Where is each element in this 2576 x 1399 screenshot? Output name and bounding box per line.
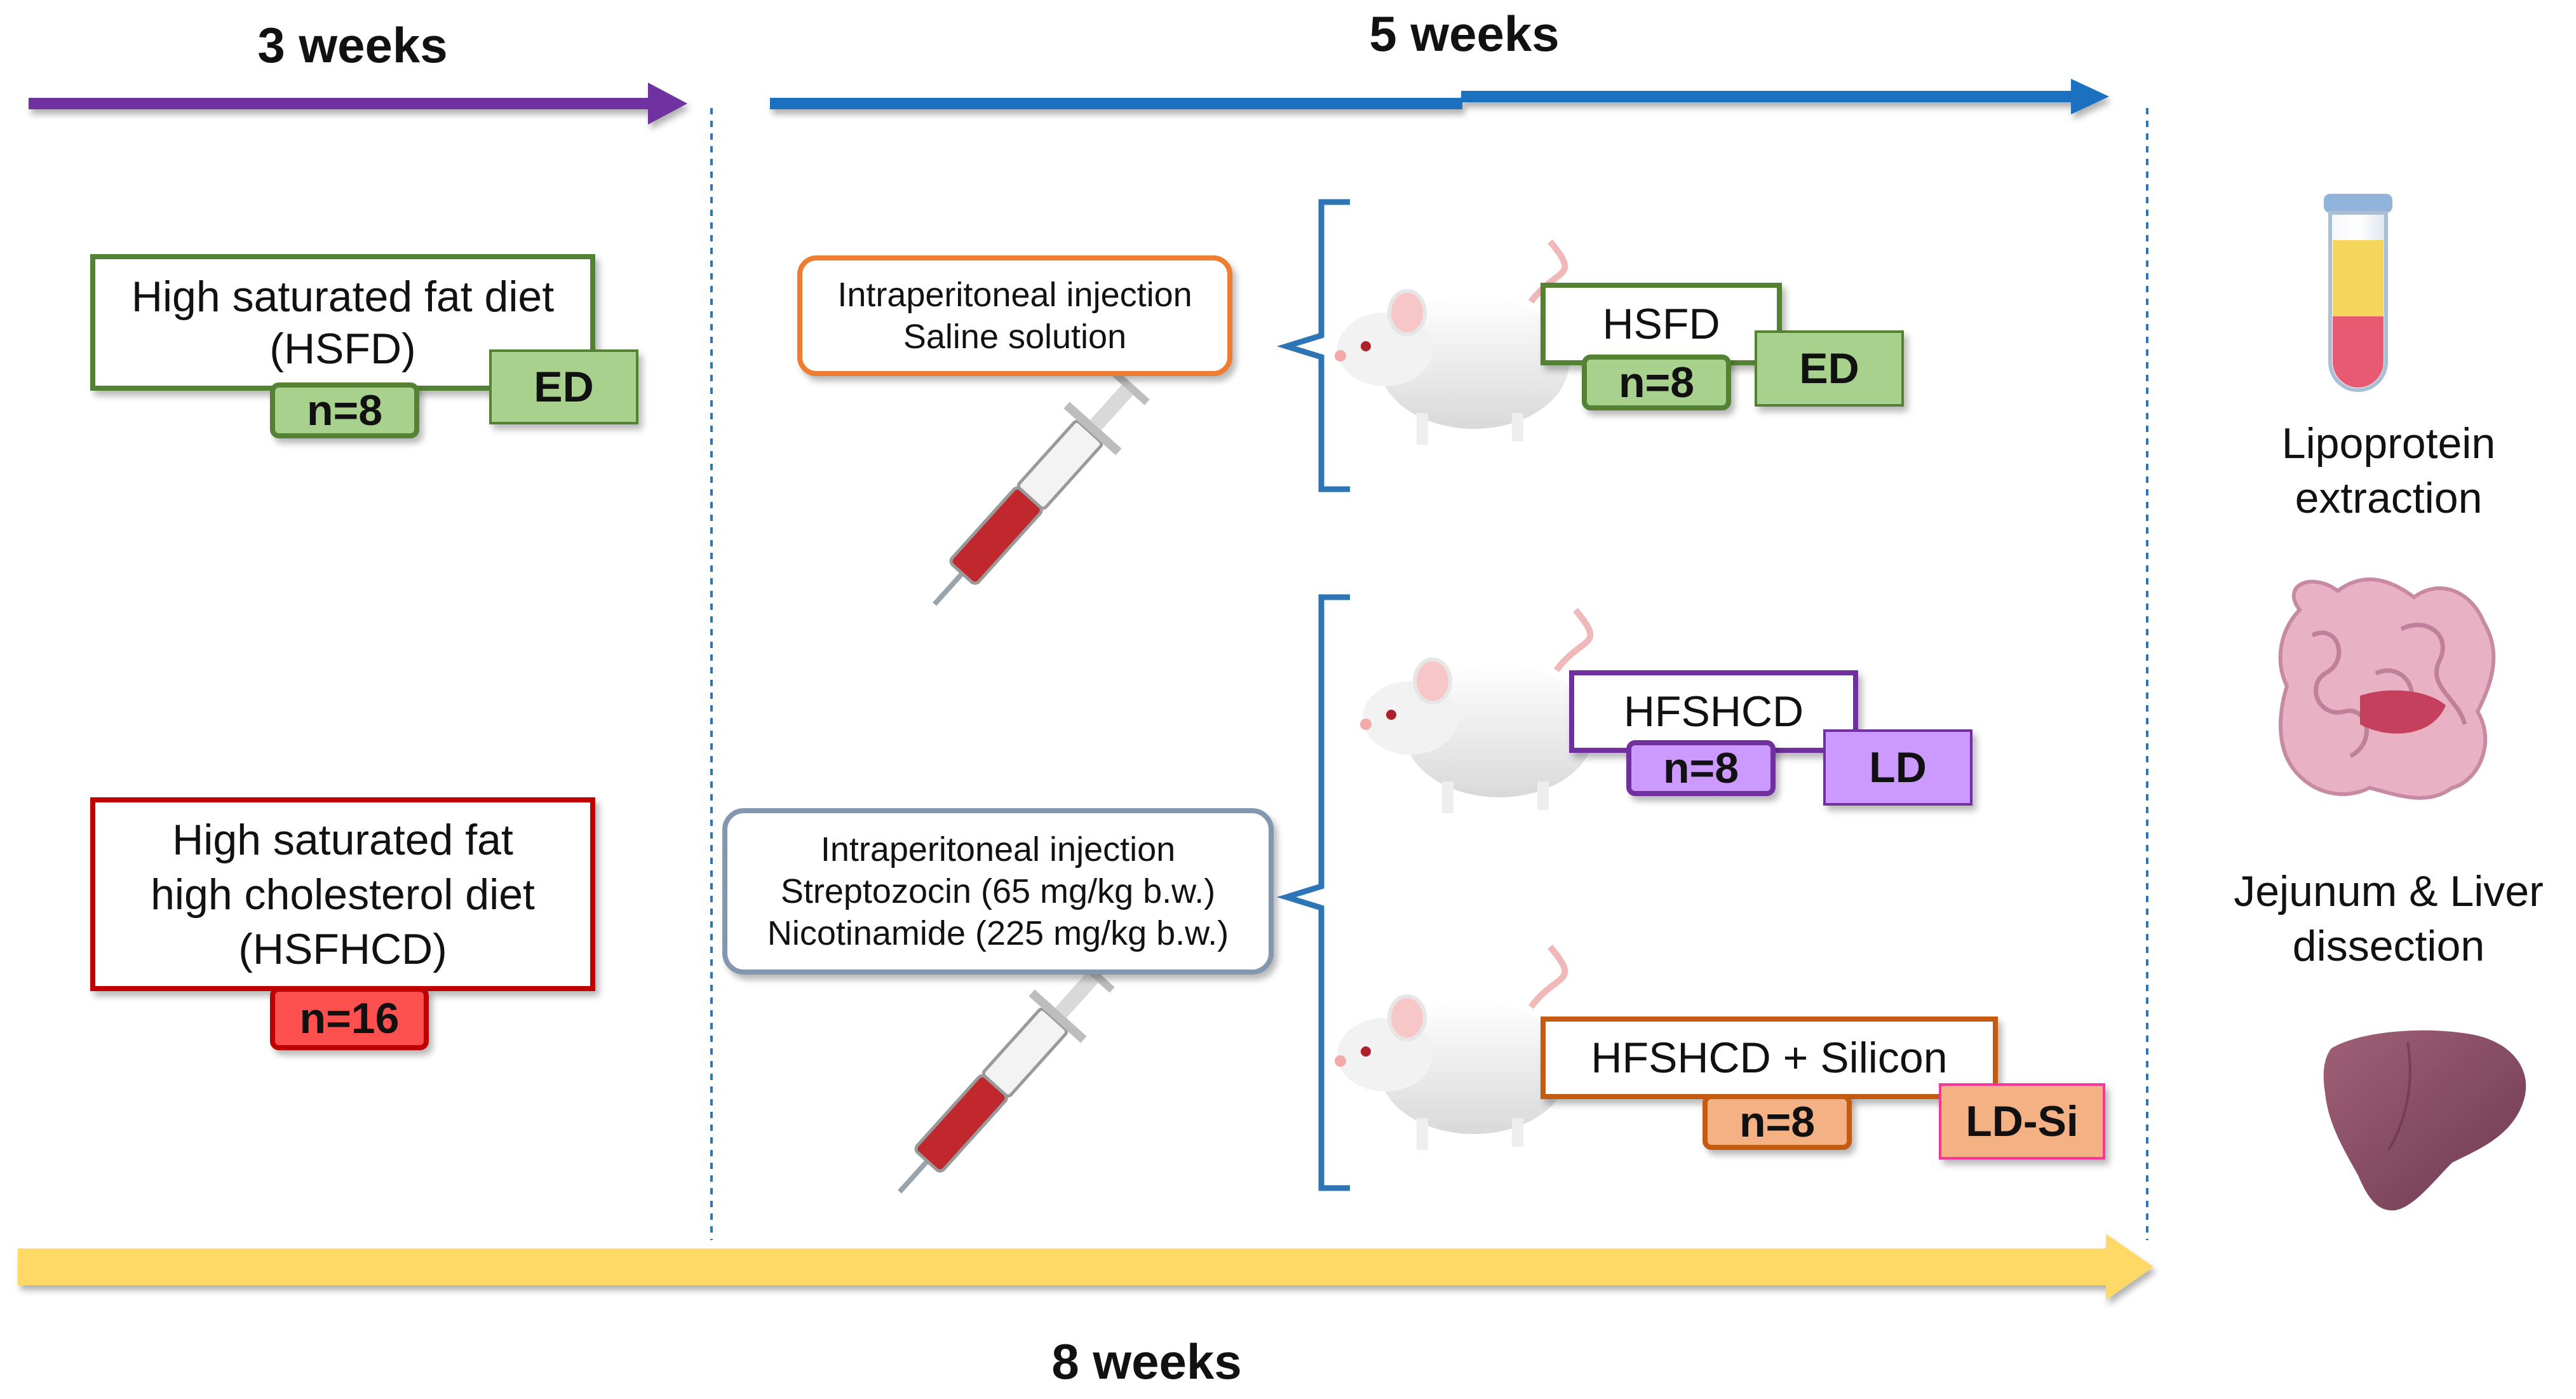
injection-line: Intraperitoneal injection: [820, 830, 1176, 868]
syringe-icon: [898, 956, 1115, 1194]
lipoprotein-extraction-label: Lipoprotein extraction: [2204, 416, 2573, 525]
diet-line: (HSFHCD): [238, 924, 447, 973]
hsfd-diet-box: High saturated fat diet (HSFD): [90, 254, 595, 391]
diet-line: (HSFD): [269, 324, 416, 373]
outcome-line: extraction: [2295, 474, 2483, 522]
diet-line: High saturated fat: [172, 815, 513, 864]
group-hfshcd-silicon-n-badge: n=8: [1703, 1094, 1852, 1150]
bracket-saline: [1276, 199, 1350, 492]
hsfd-n-badge: n=8: [270, 382, 419, 438]
group-ld-tag: LD: [1823, 729, 1972, 806]
hsfhcd-diet-box: High saturated fat high cholesterol diet…: [90, 797, 595, 991]
group-hfshcd-box: HFSHCD: [1569, 670, 1858, 753]
group-hfshcd-silicon-box: HFSHCD + Silicon: [1541, 1017, 1998, 1099]
group-name: HFSHCD: [1623, 687, 1804, 736]
diet-line: High saturated fat diet: [131, 272, 555, 321]
syringe-icon: [933, 368, 1150, 606]
group-name: HSFD: [1602, 300, 1720, 348]
group-name: HFSHCD + Silicon: [1591, 1034, 1948, 1082]
liver-icon: [2323, 1030, 2526, 1211]
bracket-stz: [1276, 594, 1350, 1191]
phase2-arrow: [770, 79, 2109, 114]
injection-line: Saline solution: [903, 318, 1127, 356]
injection-line: Intraperitoneal injection: [837, 276, 1192, 314]
phase1-label: 3 weeks: [257, 17, 448, 73]
group-ld-si-tag: LD-Si: [1939, 1083, 2105, 1159]
phase2-label: 5 weeks: [1369, 6, 1560, 62]
group-hsfd-n-badge: n=8: [1582, 355, 1731, 410]
group-ed-tag: ED: [1755, 330, 1904, 407]
total-arrow: [18, 1234, 2154, 1300]
rat-icon: [1335, 239, 1569, 445]
group-hfshcd-n-badge: n=8: [1626, 740, 1776, 796]
rat-icon: [1335, 944, 1569, 1150]
group-hsfd-box: HSFD: [1541, 283, 1782, 365]
blood-tube-icon: [2324, 194, 2392, 392]
phase1-arrow: [29, 83, 687, 125]
hsfhcd-n-badge: n=16: [270, 987, 429, 1050]
intestine-icon: [2278, 577, 2496, 800]
jejunum-liver-dissection-label: Jejunum & Liver dissection: [2204, 864, 2573, 973]
rat-icon: [1360, 607, 1595, 813]
hsfd-ed-tag: ED: [489, 349, 638, 424]
outcome-line: dissection: [2292, 922, 2485, 970]
total-label: 8 weeks: [1051, 1334, 1242, 1389]
outcome-line: Lipoprotein: [2281, 419, 2496, 468]
diet-line: high cholesterol diet: [151, 870, 535, 919]
outcome-line: Jejunum & Liver: [2234, 867, 2544, 916]
injection-line: Nicotinamide (225 mg/kg b.w.): [767, 914, 1229, 952]
stz-injection-box: Intraperitoneal injection Streptozocin (…: [722, 808, 1274, 975]
injection-line: Streptozocin (65 mg/kg b.w.): [780, 872, 1216, 910]
saline-injection-box: Intraperitoneal injection Saline solutio…: [797, 255, 1232, 376]
